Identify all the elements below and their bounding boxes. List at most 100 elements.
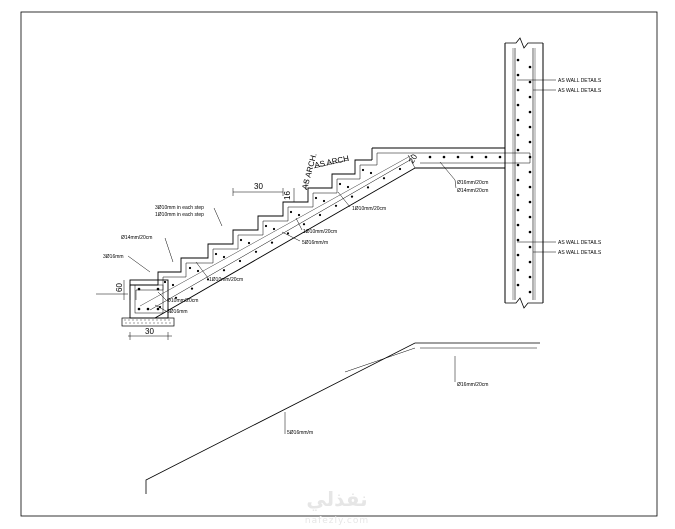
rebar-dot <box>528 245 532 249</box>
rebar-dot <box>214 252 218 256</box>
rebar-dot <box>254 250 258 253</box>
footing <box>121 279 175 327</box>
rebar-dot <box>516 148 520 152</box>
wall-label-3: AS WALL DETAILS <box>558 240 602 246</box>
rebar-dot <box>516 223 520 227</box>
rebar-dot <box>125 322 127 324</box>
rebar-dot <box>516 73 520 77</box>
rebar-dot <box>169 322 171 324</box>
footing-hatch <box>124 319 171 324</box>
rebar-dot <box>264 224 268 228</box>
rebar-dot <box>382 177 386 180</box>
rebar-dot <box>528 80 532 84</box>
rebar-dot <box>516 118 520 122</box>
rebar-dot <box>528 65 532 69</box>
rebar-dot <box>152 319 154 321</box>
rebar-dot <box>171 283 175 287</box>
rebar-dot <box>314 196 318 200</box>
label-3-10-each-step: 3Ø10mm in each step <box>155 205 204 211</box>
riser-dimension: 16 <box>283 191 292 200</box>
rebar-dot <box>361 168 365 172</box>
label-5-16-lower: 5Ø16mm/m <box>287 430 313 436</box>
rebar-dot <box>516 163 520 167</box>
wall-leaders <box>517 79 556 253</box>
rebar-dot <box>190 287 194 290</box>
rebar-dot <box>528 125 532 129</box>
rebar-leaders <box>127 161 457 312</box>
rebar-dot <box>516 58 520 62</box>
label-14-20-right: Ø14mm/20cm <box>457 188 488 194</box>
rebar-dot <box>346 185 350 189</box>
rebar-dot <box>516 133 520 137</box>
rebar-dot <box>528 275 532 279</box>
footing-dots <box>137 287 160 311</box>
rebar-dot <box>484 155 488 159</box>
wall-label-1: AS WALL DETAILS <box>558 78 602 84</box>
rebar-dot <box>148 319 150 321</box>
rebar-dot <box>528 185 532 189</box>
rebar-dot <box>318 213 322 217</box>
rebar-dot <box>149 322 151 324</box>
label-5-16: 5Ø16mm/m <box>302 240 328 246</box>
rebar-dot <box>428 155 432 159</box>
rebar-dot <box>350 195 354 198</box>
rebar-dot <box>369 171 373 175</box>
lower-section <box>145 342 540 494</box>
rebar-dot <box>338 182 342 186</box>
as-arch-side-label: AS ARCH. <box>300 152 318 190</box>
rebar-dot <box>140 319 142 321</box>
rebar-dot <box>144 319 146 321</box>
label-3-16-left: 3Ø16mm <box>103 254 124 260</box>
rebar-dot <box>442 155 446 159</box>
rebar-dot <box>528 290 532 294</box>
as-arch-label: AS ARCH <box>314 154 350 170</box>
rebar-dot <box>133 322 135 324</box>
rebar-dot <box>516 283 520 287</box>
rebar-dot <box>157 322 159 324</box>
rebar-dot <box>516 193 520 197</box>
rebar-dot <box>366 186 370 189</box>
label-1-10-20-b: 1Ø10mm/20cm <box>303 229 337 235</box>
rebar-dot <box>456 155 460 159</box>
wall-label-4: AS WALL DETAILS <box>558 250 602 256</box>
rebar-dot <box>516 208 520 212</box>
landing-slab <box>371 147 531 169</box>
rebar-dot <box>334 204 338 207</box>
wall-label-2: AS WALL DETAILS <box>558 88 602 94</box>
rebar-dot <box>174 296 178 299</box>
landing-rebar-dots <box>428 155 502 159</box>
wall <box>504 37 544 309</box>
rebar-dot <box>516 253 520 257</box>
label-10-20-base: Ø10mm/20cm <box>167 298 198 304</box>
rebar-dot <box>470 155 474 159</box>
watermark-url: nafezly.com <box>305 516 369 526</box>
rebar-dot <box>528 215 532 219</box>
rebar-dot <box>516 178 520 182</box>
rebar-dot <box>528 95 532 99</box>
rebar-dot <box>528 260 532 264</box>
rebar-dot <box>168 319 170 321</box>
rebar-dot <box>141 322 143 324</box>
rebar-dot <box>398 167 402 171</box>
rebar-dot <box>124 319 126 321</box>
sheet-border <box>20 11 658 517</box>
label-1-10-each-step: 1Ø10mm in each step <box>155 212 204 218</box>
label-16-20-lower: Ø16mm/20cm <box>457 382 488 388</box>
rebar-dot <box>302 223 306 226</box>
rebar-dot <box>160 319 162 321</box>
arch-leaders <box>305 159 349 190</box>
rebar-dot <box>528 140 532 144</box>
rebar-dot <box>270 241 274 244</box>
rebar-dot <box>164 319 166 321</box>
rebar-dot <box>516 238 520 242</box>
rebar-dot <box>286 232 290 235</box>
rebar-dot <box>297 213 301 217</box>
rebar-dot <box>161 322 163 324</box>
rebar-dot <box>156 319 158 321</box>
rebar-dot <box>196 269 200 273</box>
rebar-dot <box>516 88 520 92</box>
rebar-dot <box>163 280 167 284</box>
rebar-dot <box>188 266 192 270</box>
tread-dimension: 30 <box>254 182 263 191</box>
